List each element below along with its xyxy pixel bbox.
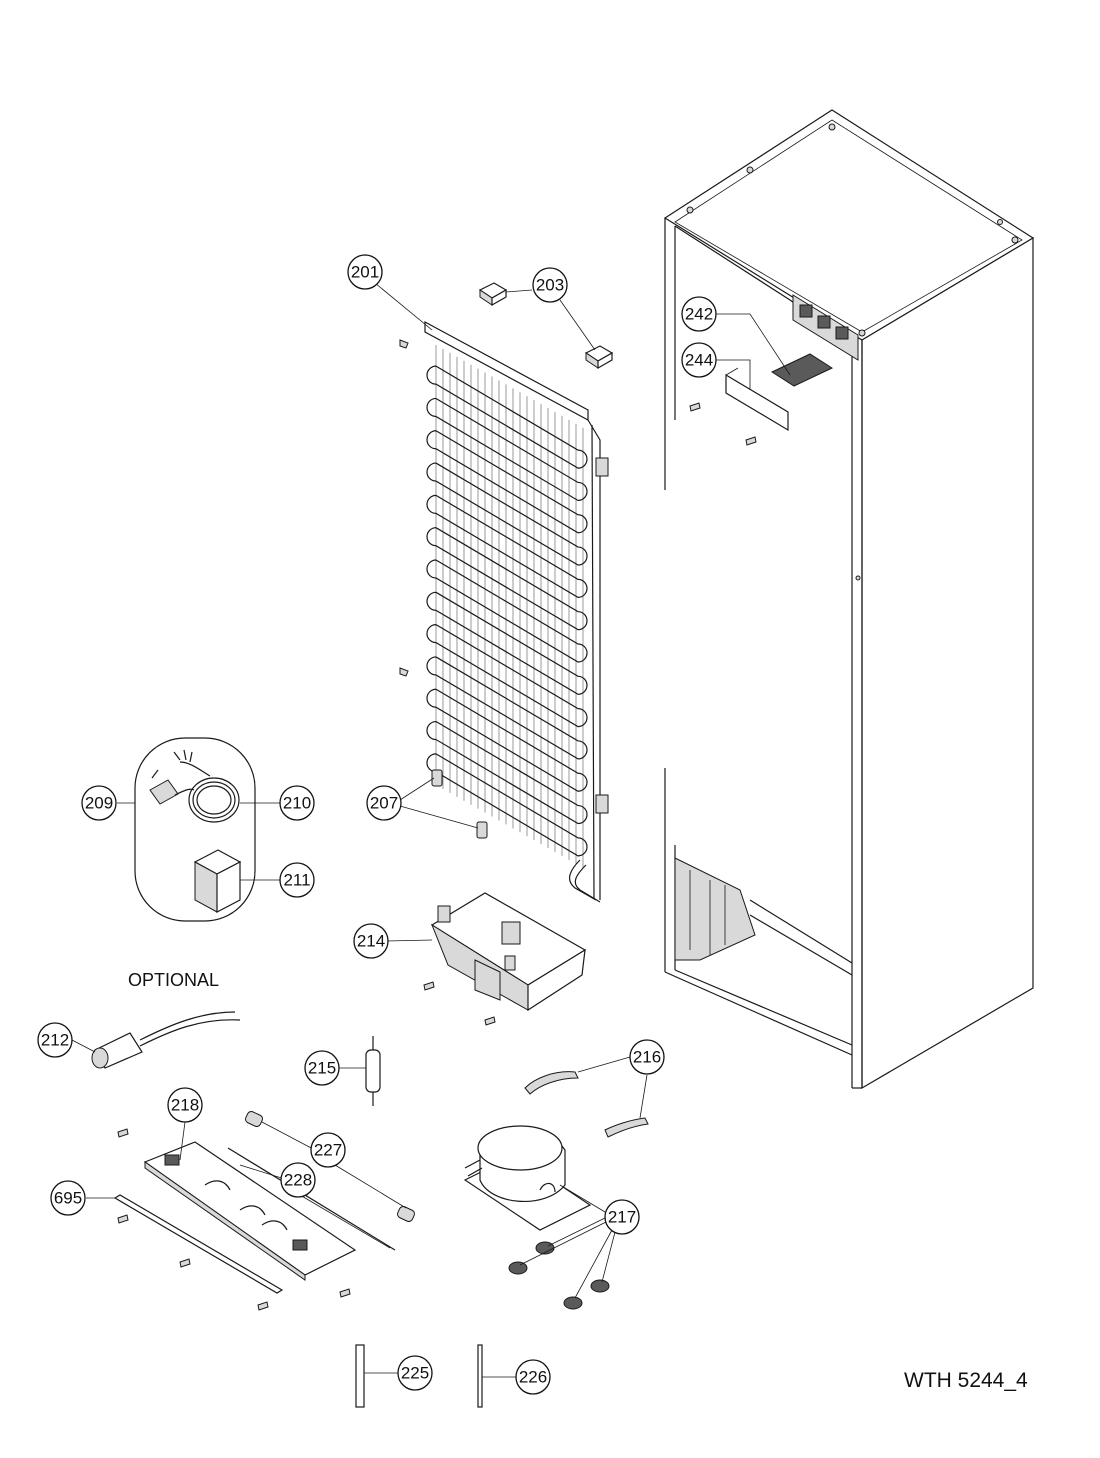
callout-209: 209 — [81, 785, 117, 821]
callout-203: 203 — [532, 267, 568, 303]
svg-text:227: 227 — [314, 1141, 342, 1160]
svg-text:212: 212 — [41, 1031, 69, 1050]
evaporation-tray — [423, 892, 587, 1026]
svg-text:203: 203 — [536, 276, 564, 295]
callout-225: 225 — [397, 1355, 433, 1391]
filter-drier — [365, 1036, 381, 1106]
svg-text:210: 210 — [283, 794, 311, 813]
connecting-tubes — [355, 1344, 483, 1408]
callout-215: 215 — [304, 1050, 340, 1086]
leader-lines — [71, 282, 791, 1378]
svg-text:244: 244 — [685, 351, 713, 370]
callout-217: 217 — [604, 1199, 640, 1235]
part-callouts: 201 203 242 244 207 209 210 211 — [37, 254, 717, 1395]
condenser-coil — [399, 320, 609, 903]
pipe-clips — [431, 769, 488, 839]
drawing-code: WTH 5244_4 — [904, 1369, 1028, 1392]
compressor — [463, 1125, 610, 1310]
svg-text:226: 226 — [519, 1368, 547, 1387]
svg-text:216: 216 — [633, 1048, 661, 1067]
support-rail — [113, 1194, 284, 1294]
callout-212: 212 — [37, 1022, 73, 1058]
callout-218: 218 — [167, 1087, 203, 1123]
callout-211: 211 — [279, 862, 315, 898]
svg-text:214: 214 — [357, 932, 385, 951]
callout-216: 216 — [629, 1039, 665, 1075]
callout-210: 210 — [279, 785, 315, 821]
optional-label: OPTIONAL — [128, 970, 219, 990]
capacitor — [91, 1011, 241, 1069]
callout-242: 242 — [681, 296, 717, 332]
svg-text:211: 211 — [283, 871, 310, 890]
callout-201: 201 — [347, 254, 383, 290]
rubber-pads — [478, 282, 614, 370]
svg-text:695: 695 — [54, 1189, 82, 1208]
svg-text:218: 218 — [171, 1096, 199, 1115]
svg-text:207: 207 — [370, 794, 398, 813]
compressor-clips — [524, 1071, 649, 1138]
callout-207: 207 — [366, 785, 402, 821]
callout-228: 228 — [280, 1162, 316, 1198]
callout-214: 214 — [353, 923, 389, 959]
svg-text:228: 228 — [284, 1171, 312, 1190]
svg-text:215: 215 — [308, 1059, 336, 1078]
svg-text:217: 217 — [608, 1208, 636, 1227]
svg-text:242: 242 — [685, 305, 713, 324]
svg-text:201: 201 — [351, 263, 379, 282]
callout-227: 227 — [310, 1132, 346, 1168]
power-cord-kit — [134, 737, 256, 922]
callout-226: 226 — [515, 1359, 551, 1395]
control-board-and-cover — [689, 353, 834, 446]
callout-244: 244 — [681, 342, 717, 378]
callout-695: 695 — [50, 1180, 86, 1216]
svg-text:225: 225 — [401, 1364, 429, 1383]
refrigerator-cabinet — [663, 109, 1035, 1090]
svg-text:209: 209 — [85, 794, 113, 813]
sleeves-and-tube — [227, 1110, 415, 1251]
compressor-mounting-plate — [117, 1128, 357, 1311]
